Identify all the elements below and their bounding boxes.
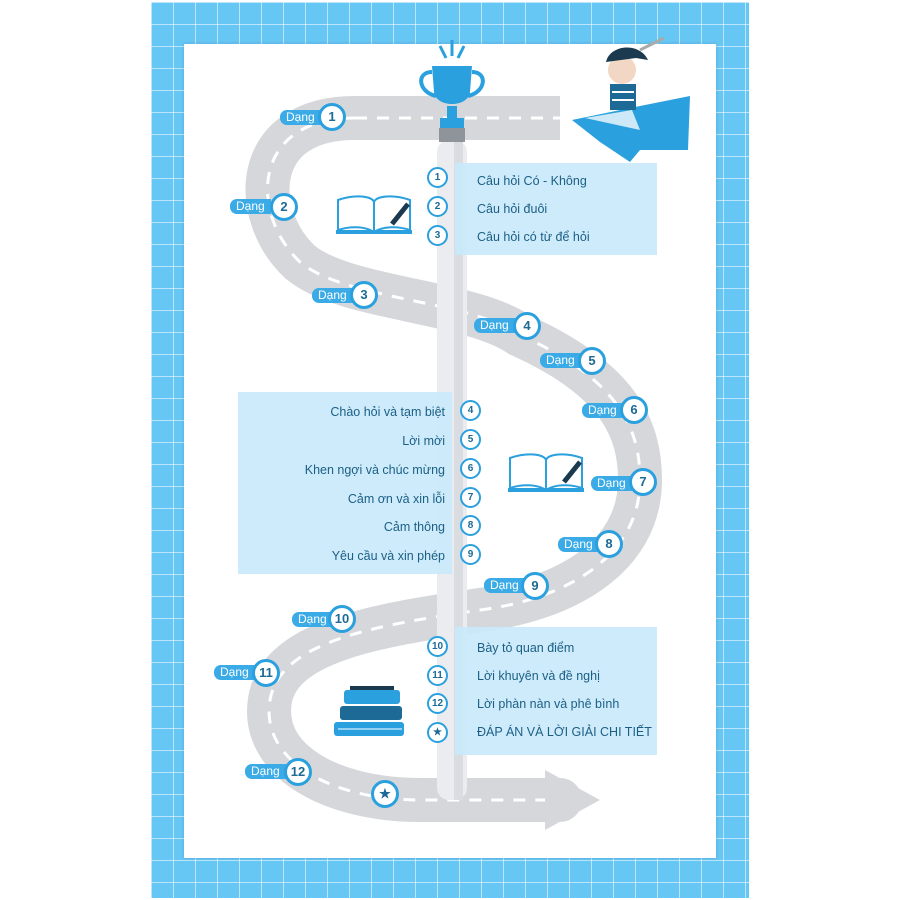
item-label: Lời mời — [402, 434, 445, 448]
marker-label: Dạng — [230, 199, 271, 214]
item-number: 8 — [460, 515, 481, 536]
road-marker-star: ★ — [371, 780, 399, 808]
item-number: 5 — [460, 429, 481, 450]
road-marker-5: 5 — [578, 347, 606, 375]
item-label: ĐÁP ÁN VÀ LỜI GIẢI CHI TIẾT — [477, 725, 652, 739]
open-book-icon — [336, 195, 412, 234]
road-arrowhead — [545, 770, 600, 830]
marker-label: Dạng — [312, 288, 353, 303]
road-marker-7: 7 — [629, 468, 657, 496]
item-number: 11 — [427, 665, 448, 686]
panel-group-3 — [455, 627, 657, 755]
road-marker-8: 8 — [595, 530, 623, 558]
item-label: Câu hỏi có từ để hỏi — [477, 230, 590, 244]
trophy-base — [439, 128, 465, 142]
book-stack-icon — [334, 686, 404, 736]
road-marker-10: 10 — [328, 605, 356, 633]
road-marker-4: 4 — [513, 312, 541, 340]
marker-label: Dạng — [540, 353, 581, 368]
item-number: 10 — [427, 636, 448, 657]
reader-on-book-icon — [572, 36, 690, 162]
item-label: Khen ngợi và chúc mừng — [304, 463, 445, 477]
road-marker-3: 3 — [350, 281, 378, 309]
marker-label: Dạng — [591, 476, 632, 491]
road-marker-9: 9 — [521, 572, 549, 600]
road-marker-2: 2 — [270, 193, 298, 221]
marker-label: Dạng — [280, 110, 321, 125]
road-marker-12: 12 — [284, 758, 312, 786]
item-label: Lời khuyên và đề nghị — [477, 669, 600, 683]
road-marker-1: 1 — [318, 103, 346, 131]
open-book-icon — [508, 453, 584, 492]
item-number: 9 — [460, 544, 481, 565]
marker-label: Dạng — [474, 318, 515, 333]
star-icon: ★ — [427, 722, 448, 743]
item-number: 7 — [460, 487, 481, 508]
marker-label: Dạng — [558, 537, 599, 552]
item-number: 6 — [460, 458, 481, 479]
marker-label: Dạng — [292, 612, 333, 627]
marker-label: Dạng — [214, 665, 255, 680]
panel-group-2 — [238, 392, 452, 574]
item-label: Bày tỏ quan điểm — [477, 641, 575, 655]
marker-label: Dạng — [245, 764, 286, 779]
item-label: Cảm thông — [383, 520, 445, 534]
item-label: Cảm ơn và xin lỗi — [347, 492, 445, 506]
item-label: Câu hỏi đuôi — [477, 202, 548, 216]
road-marker-6: 6 — [620, 396, 648, 424]
item-number: 4 — [460, 400, 481, 421]
panel-group-1 — [455, 163, 657, 255]
marker-label: Dạng — [484, 578, 525, 593]
item-number: 1 — [427, 167, 448, 188]
item-label: Lời phàn nàn và phê bình — [477, 697, 620, 711]
item-number: 2 — [427, 196, 448, 217]
item-number: 12 — [427, 693, 448, 714]
item-label: Chào hỏi và tạm biệt — [330, 405, 445, 419]
road-marker-11: 11 — [252, 659, 280, 687]
item-label: Yêu cầu và xin phép — [331, 549, 445, 563]
item-number: 3 — [427, 225, 448, 246]
trophy-icon — [419, 40, 485, 128]
item-label: Câu hỏi Có - Không — [477, 174, 587, 188]
marker-label: Dạng — [582, 403, 623, 418]
